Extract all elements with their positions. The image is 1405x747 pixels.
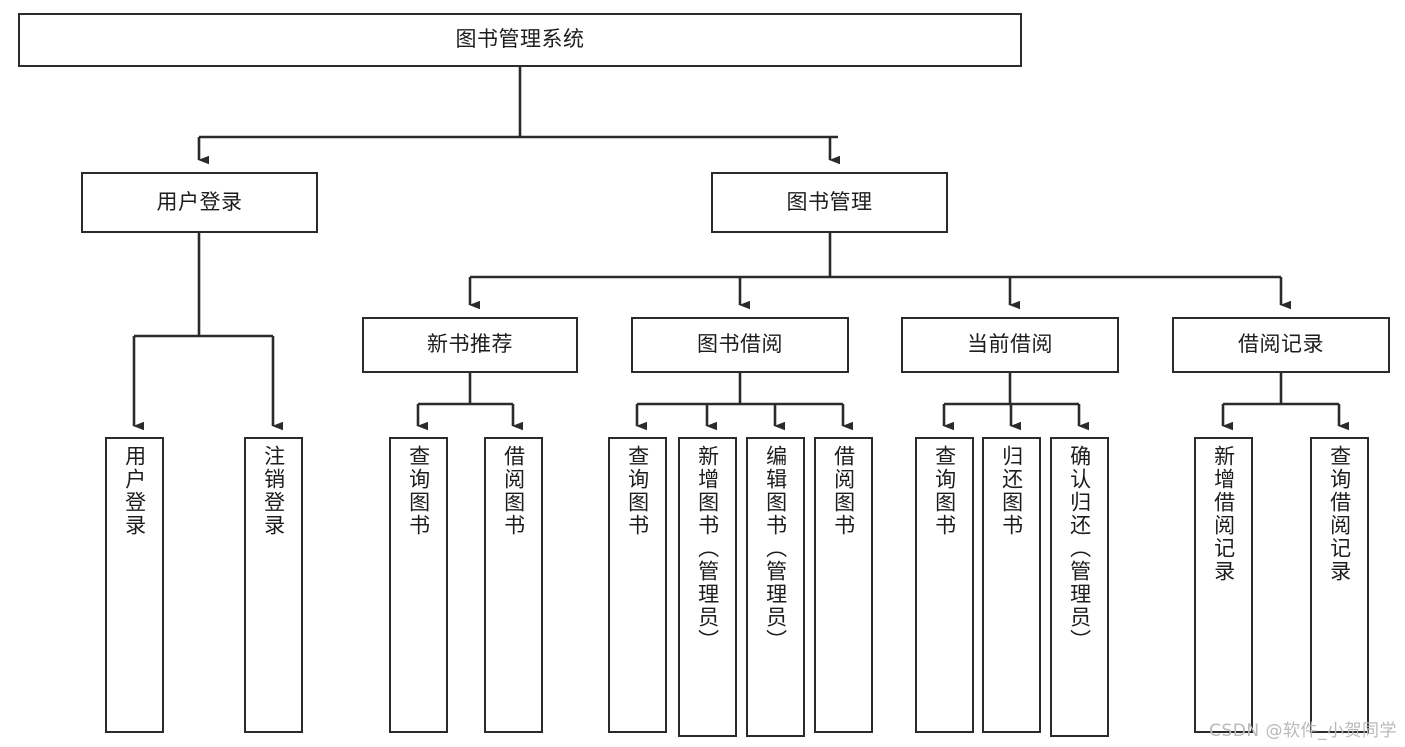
node-label: 借阅图书	[831, 445, 856, 537]
node-new-book-recommend[interactable]: 新书推荐	[362, 317, 578, 373]
node-leaf-return-book[interactable]: 归还图书	[982, 437, 1041, 733]
node-leaf-query-record[interactable]: 查询借阅记录	[1310, 437, 1369, 733]
node-label: 查询图书	[406, 445, 431, 537]
node-label: 新增借阅记录	[1211, 445, 1236, 583]
node-label: 用户登录	[122, 445, 147, 537]
node-borrow-record[interactable]: 借阅记录	[1172, 317, 1390, 373]
node-label: 借阅记录	[1238, 332, 1324, 357]
node-label: 归还图书	[999, 445, 1024, 537]
node-label: 查询图书	[932, 445, 957, 537]
node-leaf-add-record[interactable]: 新增借阅记录	[1194, 437, 1253, 733]
node-label: 注销登录	[261, 445, 286, 537]
node-leaf-query-book-1[interactable]: 查询图书	[389, 437, 448, 733]
node-leaf-query-book-3[interactable]: 查询图书	[915, 437, 974, 733]
node-leaf-user-logout[interactable]: 注销登录	[244, 437, 303, 733]
node-root[interactable]: 图书管理系统	[18, 13, 1022, 67]
node-leaf-borrow-book-1[interactable]: 借阅图书	[484, 437, 543, 733]
node-current-borrow[interactable]: 当前借阅	[901, 317, 1119, 373]
node-leaf-query-book-2[interactable]: 查询图书	[608, 437, 667, 733]
node-label: 当前借阅	[967, 332, 1053, 357]
node-label: 查询图书	[625, 445, 650, 537]
node-leaf-add-book[interactable]: 新增图书（管理员）	[678, 437, 737, 737]
node-label: 新增图书（管理员）	[695, 445, 720, 652]
node-leaf-user-login[interactable]: 用户登录	[105, 437, 164, 733]
node-leaf-confirm-return[interactable]: 确认归还（管理员）	[1050, 437, 1109, 737]
node-label: 借阅图书	[501, 445, 526, 537]
node-label: 查询借阅记录	[1327, 445, 1352, 583]
node-label: 图书管理	[786, 189, 873, 214]
node-label: 新书推荐	[427, 332, 513, 357]
node-label: 图书借阅	[697, 332, 783, 357]
node-label: 用户登录	[156, 189, 243, 214]
node-user-login[interactable]: 用户登录	[81, 172, 318, 233]
watermark-text: CSDN @软件_小贺同学	[1209, 721, 1397, 741]
node-leaf-borrow-book-2[interactable]: 借阅图书	[814, 437, 873, 733]
node-label: 编辑图书（管理员）	[763, 445, 788, 652]
node-label: 确认归还（管理员）	[1067, 445, 1092, 652]
node-book-borrow[interactable]: 图书借阅	[631, 317, 849, 373]
node-book-manage[interactable]: 图书管理	[711, 172, 948, 233]
node-leaf-edit-book[interactable]: 编辑图书（管理员）	[746, 437, 805, 737]
node-label: 图书管理系统	[455, 27, 585, 52]
